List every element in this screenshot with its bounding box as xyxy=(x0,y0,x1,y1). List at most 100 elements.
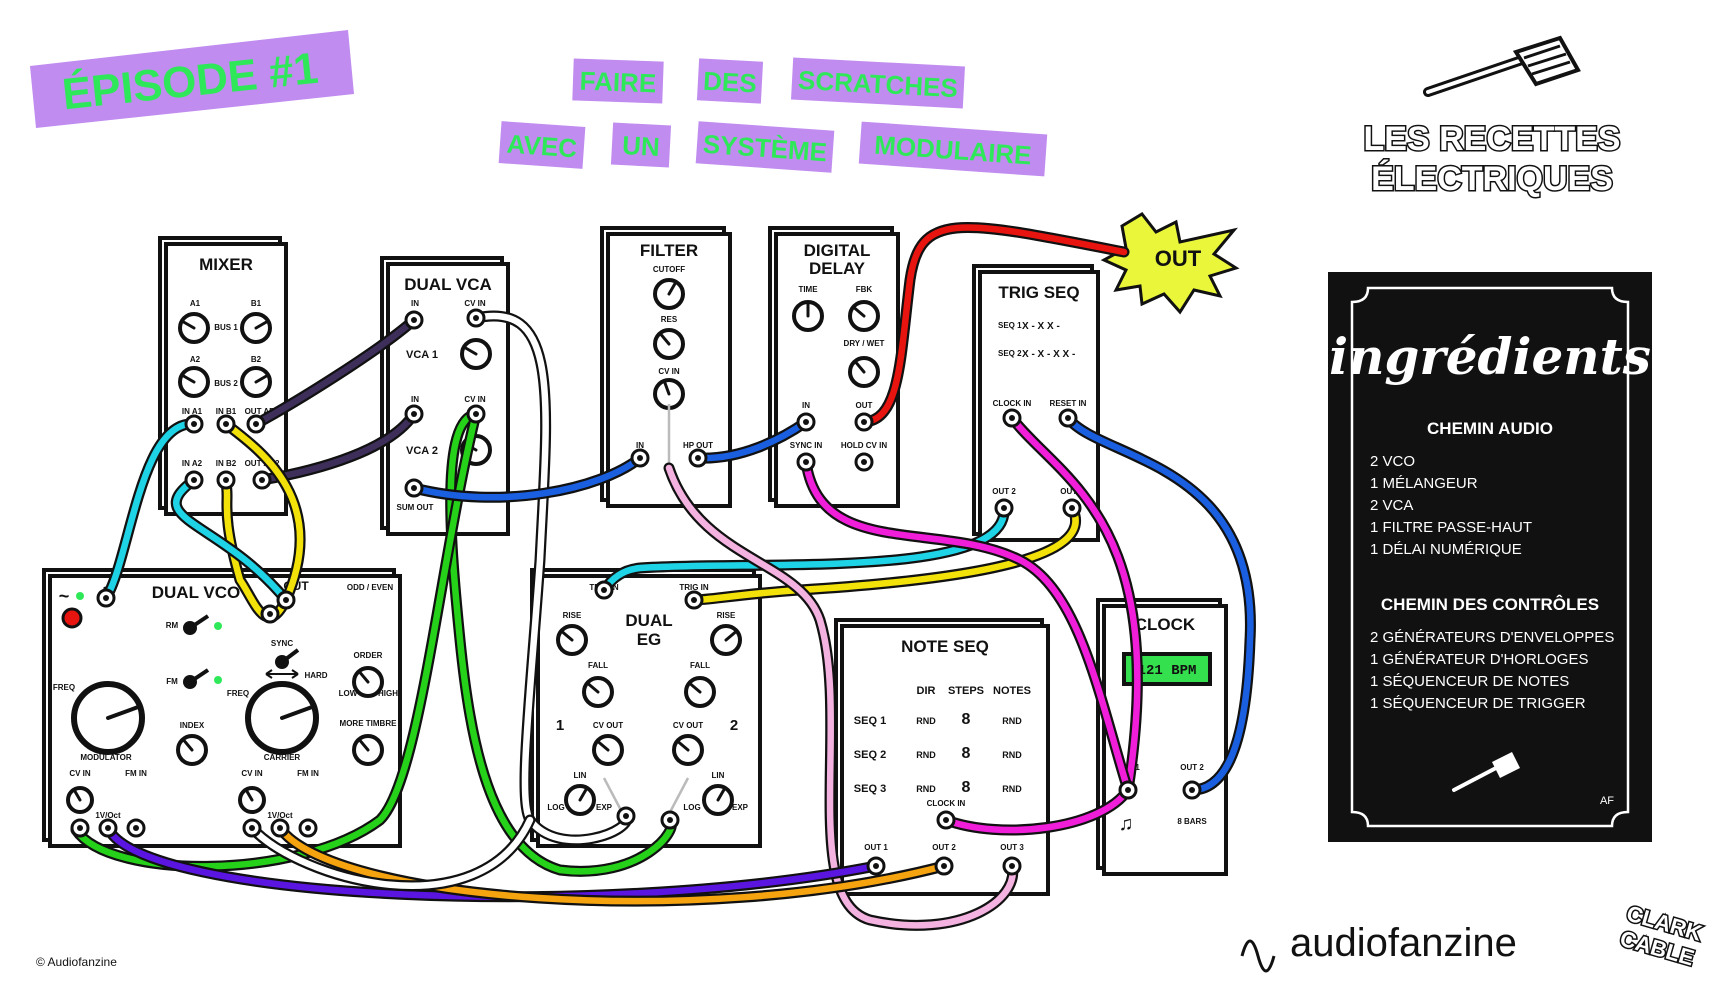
jack[interactable] xyxy=(184,470,204,490)
knob[interactable] xyxy=(178,366,210,398)
patch-cable[interactable] xyxy=(470,310,633,846)
patch-cable[interactable] xyxy=(274,822,950,907)
jack[interactable] xyxy=(184,414,204,434)
knob[interactable] xyxy=(792,300,824,332)
dual-eg-title-1: DUAL xyxy=(625,611,672,630)
svg-text:ODD / EVEN: ODD / EVEN xyxy=(347,583,393,592)
knob[interactable] xyxy=(176,734,208,766)
jack[interactable] xyxy=(684,590,704,610)
knob[interactable] xyxy=(710,624,742,656)
svg-text:SUM OUT: SUM OUT xyxy=(397,503,434,512)
knob[interactable] xyxy=(66,786,94,814)
jack[interactable] xyxy=(216,414,236,434)
patch-cable[interactable] xyxy=(445,408,677,877)
patch-cable[interactable] xyxy=(858,221,1130,428)
knob[interactable] xyxy=(564,784,596,816)
dual-vca-title: DUAL VCA xyxy=(404,275,492,294)
jack[interactable] xyxy=(934,856,954,876)
jack[interactable] xyxy=(630,448,650,468)
patch-cable[interactable] xyxy=(1062,412,1256,796)
patch-cable[interactable] xyxy=(940,784,1134,836)
delay-title-1: DIGITAL xyxy=(804,241,871,260)
patch-cable[interactable] xyxy=(692,416,812,464)
dual-vco-title: DUAL VCO xyxy=(152,583,240,602)
patch-cable[interactable] xyxy=(100,418,200,604)
knob[interactable] xyxy=(238,786,266,814)
knob[interactable] xyxy=(702,784,734,816)
jack[interactable] xyxy=(854,412,874,432)
jack[interactable] xyxy=(404,404,424,424)
jack[interactable] xyxy=(96,588,116,608)
svg-text:IN: IN xyxy=(411,395,419,404)
jack[interactable] xyxy=(98,818,118,838)
jack[interactable] xyxy=(660,810,680,830)
jack[interactable] xyxy=(994,498,1014,518)
svg-text:CV IN: CV IN xyxy=(241,769,263,778)
knob[interactable] xyxy=(556,624,588,656)
jack[interactable] xyxy=(796,412,816,432)
jack[interactable] xyxy=(1002,856,1022,876)
jack[interactable] xyxy=(252,470,272,490)
jack[interactable] xyxy=(866,856,886,876)
jack[interactable] xyxy=(70,818,90,838)
jack[interactable] xyxy=(1058,408,1078,428)
svg-text:TRIG IN: TRIG IN xyxy=(679,583,709,592)
patch-cable[interactable] xyxy=(663,462,1019,931)
jack[interactable] xyxy=(1062,498,1082,518)
jack[interactable] xyxy=(854,452,874,472)
knob[interactable] xyxy=(684,676,716,708)
knob[interactable] xyxy=(653,328,685,360)
jack[interactable] xyxy=(246,414,266,434)
jack[interactable] xyxy=(404,478,424,498)
knob[interactable] xyxy=(848,356,880,388)
knob[interactable] xyxy=(592,734,624,766)
patch-cable[interactable] xyxy=(688,502,1081,606)
jack[interactable] xyxy=(126,818,146,838)
patch-cable[interactable] xyxy=(1006,412,1143,796)
knob[interactable] xyxy=(178,312,210,344)
knob[interactable] xyxy=(352,666,384,698)
knob[interactable] xyxy=(240,312,272,344)
knob[interactable] xyxy=(71,681,145,755)
jack[interactable] xyxy=(594,580,614,600)
knob[interactable] xyxy=(582,676,614,708)
jack[interactable] xyxy=(270,818,290,838)
svg-text:RND: RND xyxy=(916,784,936,794)
knob[interactable] xyxy=(240,366,272,398)
jack[interactable] xyxy=(1002,408,1022,428)
patch-cable[interactable] xyxy=(170,474,292,606)
jack[interactable] xyxy=(298,818,318,838)
jack[interactable] xyxy=(216,470,236,490)
out-badge: OUT xyxy=(1100,212,1240,315)
control-item: 1 SÉQUENCEUR DE NOTES xyxy=(1370,673,1569,690)
jack[interactable] xyxy=(466,308,486,328)
knob[interactable] xyxy=(672,734,704,766)
jack[interactable] xyxy=(242,818,262,838)
knob[interactable] xyxy=(460,338,492,370)
knob[interactable] xyxy=(245,681,319,755)
audio-item: 2 VCA xyxy=(1370,497,1413,514)
knob[interactable] xyxy=(352,734,384,766)
jack[interactable] xyxy=(404,310,424,330)
jack[interactable] xyxy=(796,452,816,472)
knob[interactable] xyxy=(653,378,685,410)
patch-cable[interactable] xyxy=(800,456,1134,796)
patch-cable[interactable] xyxy=(408,452,646,503)
svg-text:B2: B2 xyxy=(251,355,262,364)
patch-cable[interactable] xyxy=(246,814,536,892)
jack[interactable] xyxy=(276,590,296,610)
knob[interactable] xyxy=(848,300,880,332)
jack[interactable] xyxy=(466,404,486,424)
knob[interactable] xyxy=(653,278,685,310)
patch-cable[interactable] xyxy=(250,314,420,430)
audio-item: 1 FILTRE PASSE-HAUT xyxy=(1370,519,1532,536)
jack[interactable] xyxy=(688,448,708,468)
control-item: 1 SÉQUENCEUR DE TRIGGER xyxy=(1370,695,1586,712)
svg-text:EXP: EXP xyxy=(732,803,749,812)
jack[interactable] xyxy=(616,806,636,826)
jack[interactable] xyxy=(1118,780,1138,800)
patch-cable[interactable] xyxy=(102,822,882,903)
jack[interactable] xyxy=(936,810,956,830)
jack[interactable] xyxy=(260,604,280,624)
jack[interactable] xyxy=(1182,780,1202,800)
